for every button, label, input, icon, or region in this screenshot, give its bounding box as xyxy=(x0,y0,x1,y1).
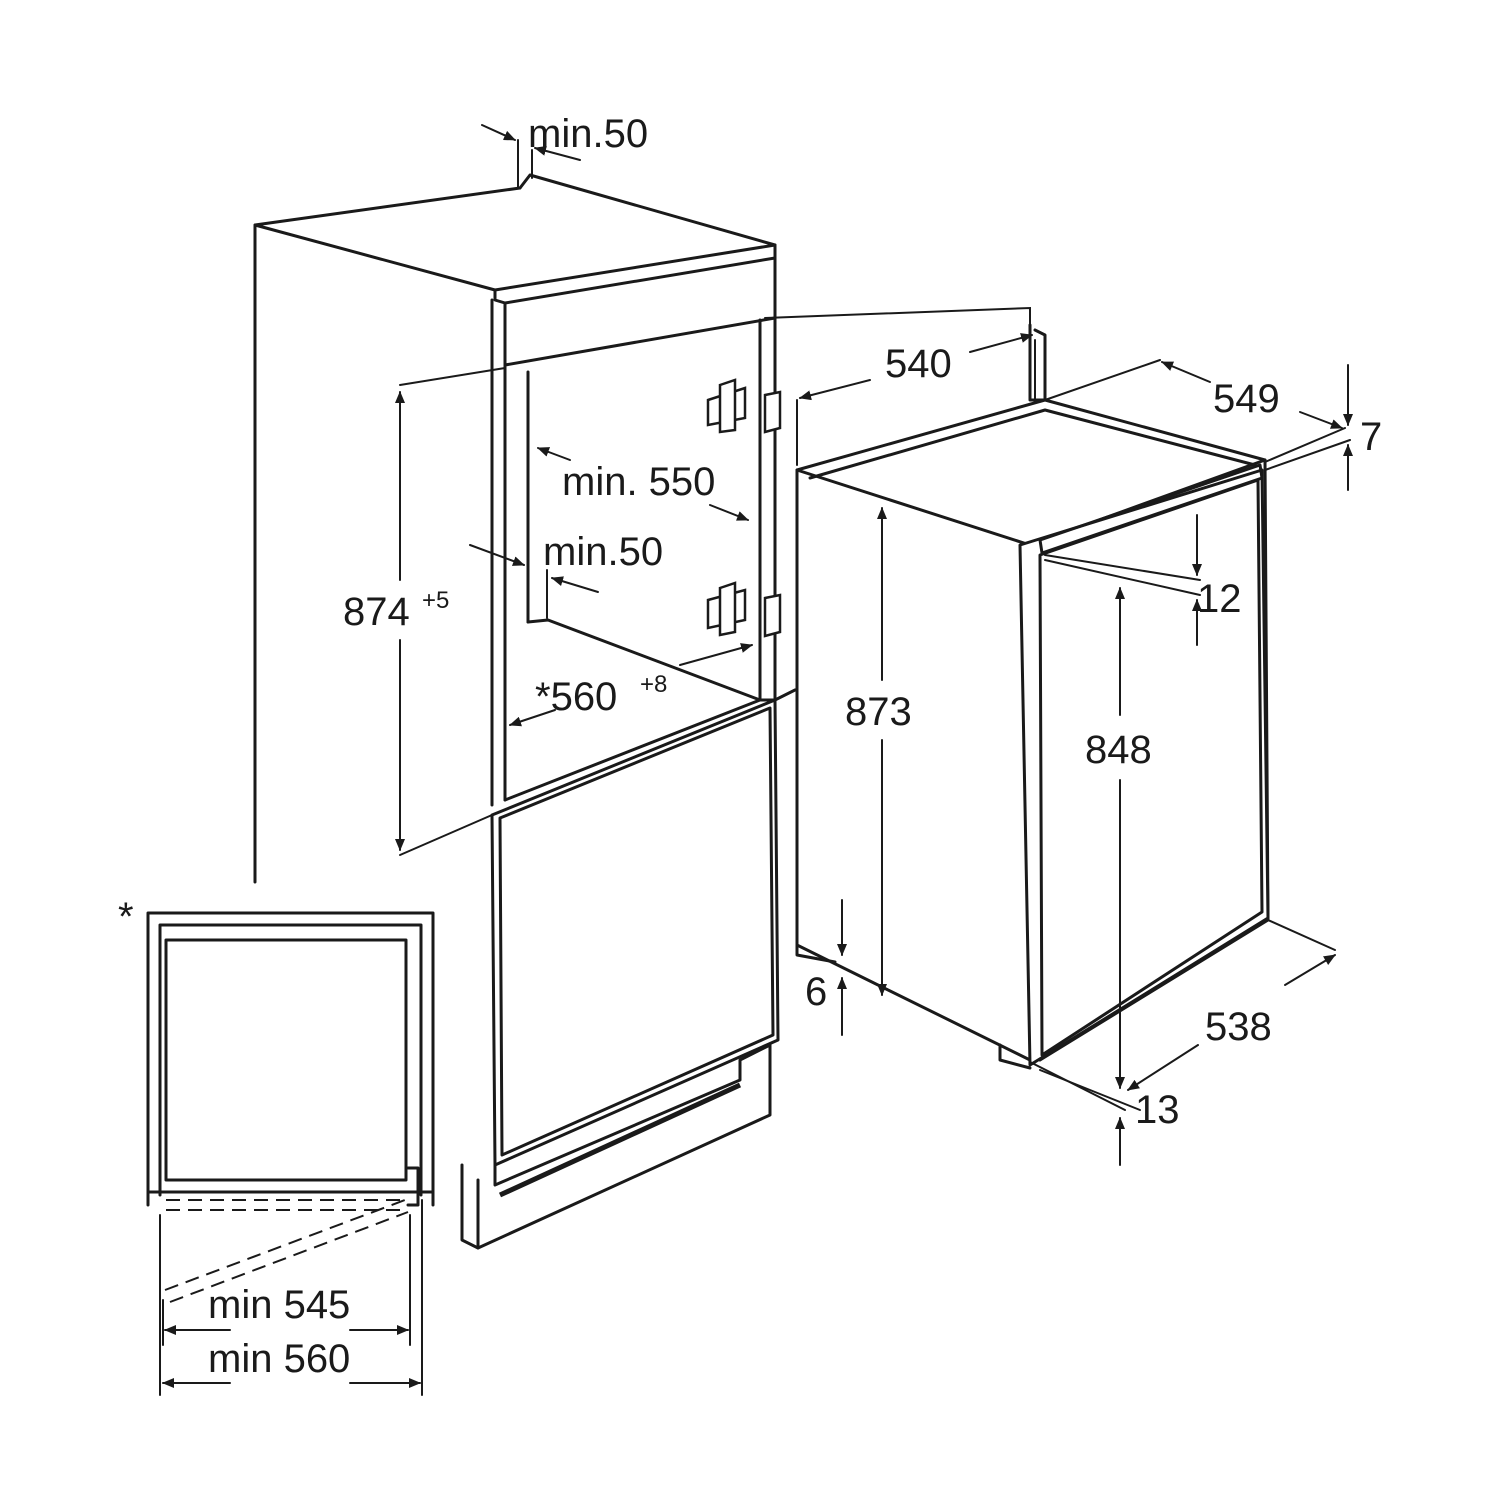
dimension-labels: min.50 540 549 7 min. 550 min.50 874 +5 … xyxy=(118,112,1382,1381)
appliance-width-arrow-left xyxy=(1127,1044,1199,1091)
dimension-arrows xyxy=(162,124,1353,1388)
cabinet-plinth xyxy=(460,1043,772,1250)
rear-gap-arrow-left xyxy=(469,544,525,566)
niche-width-bracket xyxy=(764,306,1031,331)
label-plinth-gap: 6 xyxy=(805,970,827,1014)
label-niche-width: 540 xyxy=(885,342,952,386)
appliance xyxy=(764,306,1351,1111)
plan-outer-wall-inner xyxy=(158,923,423,1197)
plan-hinge xyxy=(406,1166,420,1207)
label-door-offset: 12 xyxy=(1197,577,1242,621)
niche-inner-width-arrow-right xyxy=(679,643,753,666)
cabinet-top xyxy=(253,173,777,292)
plan-appliance-outline xyxy=(164,938,408,1182)
top-offset-ext xyxy=(1264,439,1351,471)
appliance-width-bottom-ext xyxy=(1267,919,1336,951)
label-appliance-width: 538 xyxy=(1205,1005,1272,1049)
cabinet-lower-door-inner xyxy=(498,706,775,1157)
lower-hinge-icon xyxy=(706,581,782,638)
top-gap-arrow-right xyxy=(534,146,581,161)
niche-width-arrow-right xyxy=(969,333,1033,353)
label-plan-outer-width: min 560 xyxy=(208,1337,350,1381)
door-offset-ext-top xyxy=(1044,554,1201,581)
cabinet-top-front xyxy=(493,243,777,305)
label-niche-inner-width: *560 xyxy=(535,675,617,719)
cabinet xyxy=(253,173,797,1250)
rear-gap-arrow-right xyxy=(551,576,599,593)
appliance-width-bottom-ext2 xyxy=(1039,1069,1141,1111)
label-niche-inner-width-tolerance: +8 xyxy=(640,671,667,698)
appliance-depth-arrow-left xyxy=(1161,361,1211,383)
niche-width-bracket-post xyxy=(1028,323,1047,402)
label-asterisk: * xyxy=(118,895,134,939)
appliance-width-arrow-right xyxy=(1284,954,1336,986)
label-plan-inner-width: min 545 xyxy=(208,1283,350,1327)
label-top-gap: min.50 xyxy=(528,112,648,156)
appliance-depth-ext-right xyxy=(1264,427,1346,463)
appliance-foot-right xyxy=(998,1043,1032,1070)
door-offset-ext-bottom xyxy=(1044,559,1201,596)
appliance-body-side xyxy=(795,468,1032,1062)
appliance-foot-left xyxy=(795,943,837,964)
plan-outer-wall xyxy=(146,911,435,1207)
top-gap-arrow-left xyxy=(481,124,516,141)
label-appliance-height: 873 xyxy=(845,690,912,734)
upper-hinge-icon xyxy=(706,378,782,434)
appliance-door xyxy=(1018,468,1270,1067)
label-bottom-offset: 13 xyxy=(1135,1088,1180,1132)
label-rear-gap: min.50 xyxy=(543,530,663,574)
niche-inner-width-arrow-left xyxy=(509,709,556,727)
niche-depth-arrow-right xyxy=(709,504,749,521)
niche-width-arrow-left xyxy=(799,379,871,401)
cabinet-niche-floor xyxy=(526,618,762,702)
label-niche-height-tolerance: +5 xyxy=(422,587,449,614)
label-niche-depth: min. 550 xyxy=(562,460,715,504)
appliance-depth-arrow-right xyxy=(1299,411,1343,429)
cabinet-door-handle xyxy=(498,1082,742,1198)
plan-view xyxy=(146,911,435,1396)
plan-door-open-1 xyxy=(164,1199,406,1291)
appliance-door-top-strip xyxy=(1038,463,1264,555)
cabinet-shelf-edge xyxy=(503,688,797,802)
niche-depth-arrow-left xyxy=(537,447,571,461)
appliance-depth-ext xyxy=(1044,359,1161,401)
appliance-top-inner xyxy=(808,408,1257,480)
cabinet-lower-door xyxy=(490,698,780,1167)
label-appliance-depth: 549 xyxy=(1213,377,1280,421)
cabinet-left-panel xyxy=(253,186,522,884)
label-top-offset: 7 xyxy=(1360,415,1382,459)
cabinet-top-front-face xyxy=(503,256,777,367)
label-niche-height: 874 xyxy=(343,590,410,634)
niche-height-ext-bottom xyxy=(399,814,493,856)
label-door-height: 848 xyxy=(1085,728,1152,772)
niche-height-ext-top xyxy=(399,367,506,386)
